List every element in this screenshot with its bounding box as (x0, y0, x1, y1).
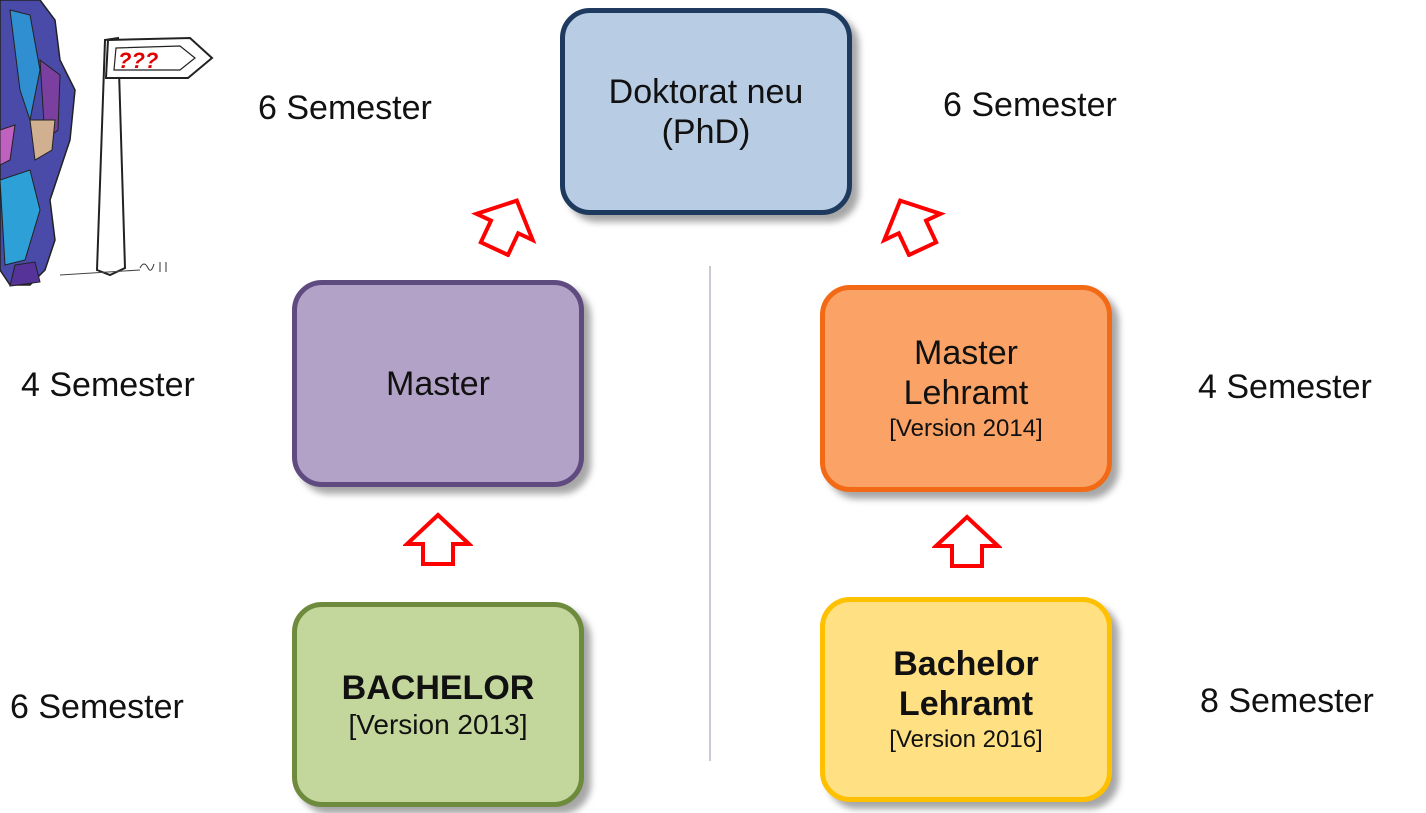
master-lehramt-subtitle: Lehramt (903, 373, 1029, 412)
arrow-master-to-phd (471, 198, 537, 257)
arrow-master-lehramt-to-phd (880, 198, 946, 257)
arrow-up-bachelor-lehramt-to-master-lehramt (932, 514, 1002, 568)
bachelor-lehramt-title: Bachelor (893, 644, 1039, 683)
person-figure (0, 0, 76, 287)
semester-label-master-lehramt: 4 Semester (1198, 368, 1372, 406)
bachelor-box: BACHELOR [Version 2013] (292, 602, 584, 807)
semester-label-phd-right: 6 Semester (943, 86, 1117, 124)
signpost: ??? (59, 36, 214, 277)
bachelor-lehramt-subtitle: Lehramt (898, 684, 1034, 723)
master-title: Master (386, 364, 490, 403)
semester-label-bachelor: 6 Semester (10, 688, 184, 726)
phd-subtitle: (PhD) (661, 112, 751, 151)
semester-label-bachelor-lehramt: 8 Semester (1200, 682, 1374, 720)
person-signpost-illustration: ??? (0, 0, 214, 287)
bachelor-version: [Version 2013] (348, 708, 528, 740)
phd-box: Doktorat neu (PhD) (560, 8, 852, 215)
signpost-text: ??? (118, 48, 158, 73)
master-lehramt-title: Master (914, 333, 1018, 372)
bachelor-lehramt-version: [Version 2016] (889, 725, 1043, 753)
semester-label-master: 4 Semester (21, 366, 195, 404)
arrow-up-bachelor-to-master (403, 512, 473, 566)
semester-label-phd-left: 6 Semester (258, 89, 432, 127)
master-box: Master (292, 280, 584, 487)
bachelor-lehramt-box: Bachelor Lehramt [Version 2016] (820, 597, 1112, 802)
master-lehramt-version: [Version 2014] (889, 414, 1043, 442)
center-divider (709, 266, 711, 761)
bachelor-title: BACHELOR (341, 668, 535, 707)
master-lehramt-box: Master Lehramt [Version 2014] (820, 285, 1112, 492)
phd-title: Doktorat neu (608, 72, 804, 111)
